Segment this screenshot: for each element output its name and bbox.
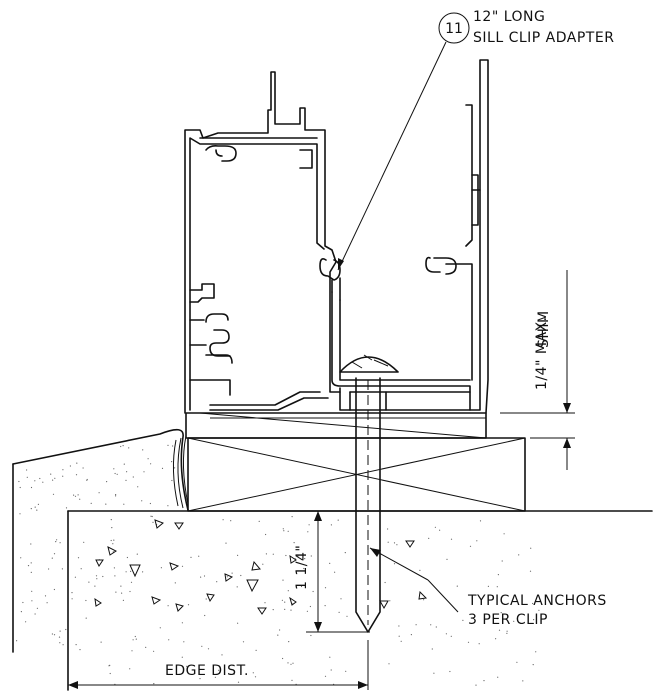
anchor-note: TYPICAL ANCHORS 3 PER CLIP — [369, 547, 607, 628]
callout-line-2: SILL CLIP ADAPTER — [473, 30, 614, 46]
shim — [185, 412, 487, 439]
edge-dimension: EDGE DIST. — [68, 640, 369, 690]
edge-dist-label: EDGE DIST. — [165, 663, 249, 679]
substrate-stipple — [16, 444, 176, 646]
embed-label: 1 1/4" — [294, 545, 310, 590]
shim-label: SHIM — [536, 310, 552, 348]
anchor-note-line-1: TYPICAL ANCHORS — [467, 593, 607, 609]
embed-dimension: 1 1/4" — [294, 511, 370, 633]
right-frame-profile — [339, 59, 489, 414]
concrete-aggregate — [94, 519, 428, 615]
sill-clip-adapter — [319, 258, 471, 393]
anchor-note-line-2: 3 PER CLIP — [468, 612, 548, 628]
callout-number: 11 — [445, 21, 463, 37]
substrate — [12, 428, 189, 653]
left-frame-profile — [184, 71, 341, 414]
callout-line-1: 12" LONG — [473, 9, 545, 25]
shim-dimension: 1/4" MAX. SHIM — [500, 270, 575, 470]
shim-max-label: 1/4" MAX. — [534, 316, 550, 390]
anchor-screw — [339, 354, 399, 633]
callout-11: 11 12" LONG SILL CLIP ADAPTER — [337, 9, 614, 271]
